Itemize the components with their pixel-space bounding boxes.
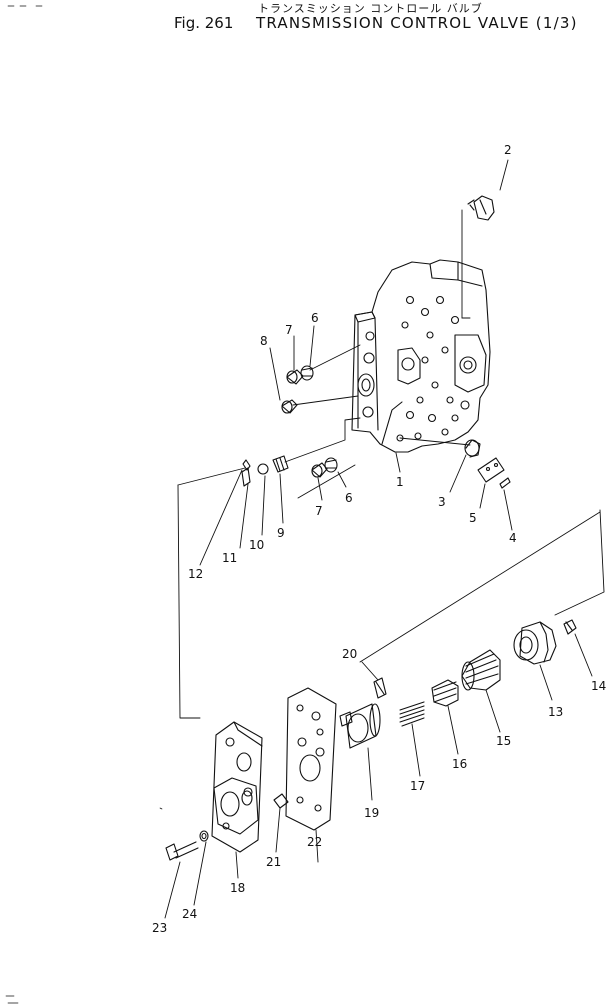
diagram-title: TRANSMISSION CONTROL VALVE (1/3) <box>256 14 578 32</box>
callout-6-upper: 6 <box>311 311 319 325</box>
margin-mark-bottom <box>5 995 19 1004</box>
callout-23: 23 <box>152 921 167 935</box>
callout-11: 11 <box>222 551 237 565</box>
callout-3: 3 <box>438 495 446 509</box>
callout-18: 18 <box>230 881 245 895</box>
callout-2: 2 <box>504 143 512 157</box>
mid-plugs <box>239 417 361 549</box>
upper-plugs <box>269 325 361 414</box>
bolt-and-washer <box>164 830 209 919</box>
cover-18 <box>211 721 289 879</box>
assembly-leader-lines <box>177 464 605 719</box>
callout-8: 8 <box>260 334 268 348</box>
callout-15: 15 <box>496 734 511 748</box>
callout-1: 1 <box>396 475 404 489</box>
callout-12: 12 <box>188 567 203 581</box>
callout-labels: 1 2 3 4 5 6 6 7 7 8 9 10 11 12 13 14 15 … <box>152 143 606 935</box>
callout-7-lower: 7 <box>315 504 323 518</box>
callout-7-upper: 7 <box>285 323 293 337</box>
callout-9: 9 <box>277 526 285 540</box>
callout-4: 4 <box>509 531 517 545</box>
part-2-fitting <box>461 159 509 319</box>
callout-21: 21 <box>266 855 281 869</box>
callout-13: 13 <box>548 705 563 719</box>
callout-5: 5 <box>469 511 477 525</box>
callout-22: 22 <box>307 835 322 849</box>
gasket-22 <box>285 687 337 863</box>
figure-reference: Fig. 261 <box>174 14 234 32</box>
callout-20: 20 <box>342 647 357 661</box>
callout-10: 10 <box>249 538 264 552</box>
margin-dot <box>159 807 163 810</box>
spool-assembly <box>339 619 593 801</box>
callout-17: 17 <box>410 779 425 793</box>
callout-16: 16 <box>452 757 467 771</box>
japanese-title: トランスミッション コントロール バルブ <box>258 2 483 15</box>
callout-24: 24 <box>182 907 197 921</box>
callout-14: 14 <box>591 679 606 693</box>
valve-body <box>351 259 491 453</box>
callout-6-lower: 6 <box>345 491 353 505</box>
callout-19: 19 <box>364 806 379 820</box>
side-parts-3-4-5 <box>395 437 513 531</box>
